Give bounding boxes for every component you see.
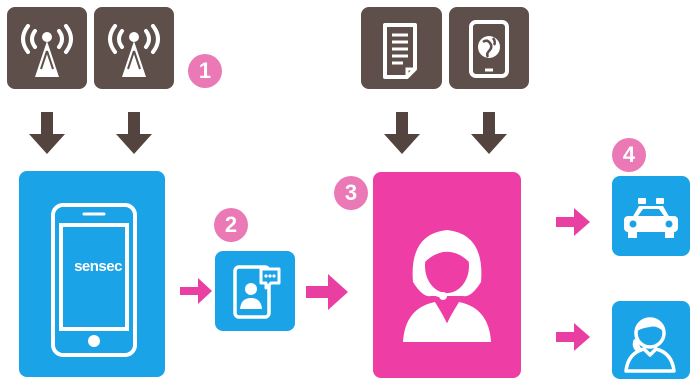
operator-headset-icon — [403, 230, 491, 342]
down-arrow-icon — [384, 112, 420, 154]
mobile-chat-icon — [233, 265, 281, 319]
right-arrow-icon — [180, 278, 212, 304]
phone-call-icon — [624, 317, 676, 373]
phone-brand-label: sensec — [74, 258, 122, 275]
down-arrow-icon — [471, 112, 507, 154]
police-car-icon — [624, 198, 678, 238]
phone-call-tile — [612, 301, 690, 379]
police-car-tile — [612, 176, 690, 256]
smartphone-icon — [51, 203, 137, 357]
right-arrow-icon — [306, 274, 348, 310]
step-badge-4: 4 — [612, 138, 646, 172]
document-tile — [361, 7, 442, 89]
step-badge-2: 2 — [214, 208, 248, 242]
right-arrow-icon — [556, 208, 590, 236]
document-icon — [383, 23, 417, 79]
radio-tower-tile-2 — [94, 7, 174, 89]
tablet-globe-icon — [469, 20, 509, 78]
right-arrow-icon — [556, 323, 590, 351]
radio-tower-icon — [21, 24, 73, 77]
step-badge-1: 1 — [188, 54, 222, 88]
operator-tile — [373, 172, 521, 378]
smartphone-tile — [19, 171, 165, 377]
step-badge-3: 3 — [334, 176, 368, 210]
mobile-chat-tile — [215, 251, 295, 331]
down-arrow-icon — [116, 112, 152, 154]
radio-tower-icon — [108, 24, 160, 77]
down-arrow-icon — [29, 112, 65, 154]
radio-tower-tile-1 — [7, 7, 87, 89]
tablet-globe-tile — [449, 7, 529, 89]
